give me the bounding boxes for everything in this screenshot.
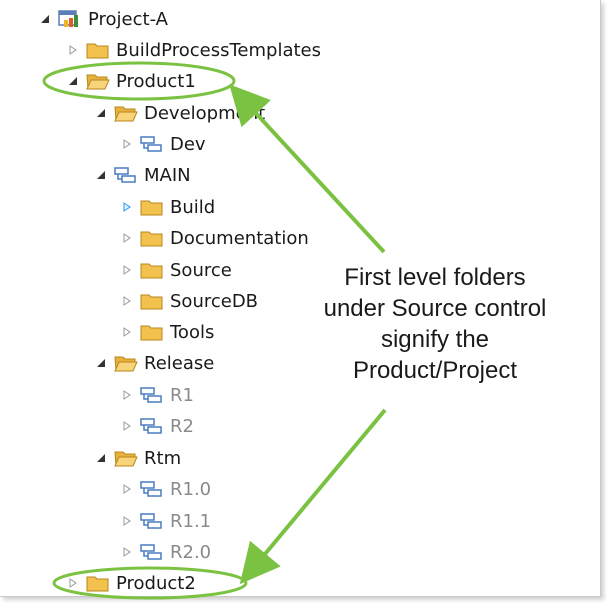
node-label: BuildProcessTemplates	[116, 39, 321, 61]
team-project-icon	[58, 9, 82, 29]
expanded-triangle-icon[interactable]	[94, 168, 108, 182]
node-label: Product1	[116, 70, 196, 92]
expanded-triangle-icon[interactable]	[66, 74, 80, 88]
node-label: Release	[144, 352, 215, 374]
tree-node-r1[interactable]: R1	[120, 380, 194, 410]
node-label: Project-A	[88, 8, 168, 30]
tree-node-r1-1[interactable]: R1.1	[120, 506, 211, 536]
tree-node-r2-0[interactable]: R2.0	[120, 537, 211, 567]
product2-highlight-ellipse	[52, 566, 248, 600]
node-label: SourceDB	[170, 290, 259, 312]
node-label: R1.1	[170, 510, 212, 532]
folder-open-icon	[86, 71, 110, 91]
collapsed-triangle-icon[interactable]	[120, 200, 134, 214]
collapsed-triangle-icon[interactable]	[120, 545, 134, 559]
node-label: Documentation	[170, 227, 309, 249]
node-label: R1.0	[170, 478, 212, 500]
tree-node-buildprocesstemplates[interactable]: BuildProcessTemplates	[66, 35, 321, 65]
folder-icon	[140, 260, 164, 280]
tree-node-sourcedb[interactable]: SourceDB	[120, 286, 258, 316]
folder-icon	[140, 291, 164, 311]
folder-icon	[140, 197, 164, 217]
tree-node-build[interactable]: Build	[120, 192, 215, 222]
folder-open-icon	[114, 448, 138, 468]
node-label: R2.0	[170, 541, 212, 563]
node-label: Dev	[170, 133, 206, 155]
tree-node-dev[interactable]: Dev	[120, 129, 206, 159]
callout-annotation: First level folders under Source control…	[300, 262, 570, 386]
tree-node-product1[interactable]: Product1	[66, 66, 196, 96]
annotation-line: under Source control	[323, 295, 547, 322]
branch-icon	[140, 385, 164, 405]
branch-icon	[140, 134, 164, 154]
collapsed-triangle-icon[interactable]	[66, 43, 80, 57]
collapsed-triangle-icon[interactable]	[120, 263, 134, 277]
tree-node-r2[interactable]: R2	[120, 411, 194, 441]
folder-icon	[86, 40, 110, 60]
tree-node-product2[interactable]: Product2	[66, 568, 196, 598]
tree-node-release[interactable]: Release	[94, 348, 214, 378]
collapsed-triangle-icon[interactable]	[120, 231, 134, 245]
tree-node-rtm[interactable]: Rtm	[94, 443, 181, 473]
callout-arrow-down	[239, 408, 387, 585]
expanded-triangle-icon[interactable]	[94, 451, 108, 465]
source-control-explorer-tree: Project-A BuildProcessTemplates Product1…	[0, 0, 601, 597]
branch-icon	[114, 165, 138, 185]
folder-icon	[140, 228, 164, 248]
collapsed-triangle-icon[interactable]	[120, 514, 134, 528]
folder-open-icon	[114, 353, 138, 373]
node-label: Source	[170, 259, 232, 281]
tree-node-project-a[interactable]: Project-A	[38, 4, 168, 34]
tree-node-r1-0[interactable]: R1.0	[120, 474, 211, 504]
collapsed-triangle-icon[interactable]	[120, 482, 134, 496]
tree-node-documentation[interactable]: Documentation	[120, 223, 309, 253]
collapsed-triangle-icon[interactable]	[66, 576, 80, 590]
collapsed-triangle-icon[interactable]	[120, 419, 134, 433]
folder-icon	[140, 322, 164, 342]
tree-node-main[interactable]: MAIN	[94, 160, 191, 190]
tree-node-tools[interactable]: Tools	[120, 317, 214, 347]
branch-icon	[140, 479, 164, 499]
folder-icon	[86, 573, 110, 593]
tree-node-source[interactable]: Source	[120, 255, 232, 285]
node-label: Tools	[170, 321, 215, 343]
branch-icon	[140, 511, 164, 531]
folder-open-icon	[114, 103, 138, 123]
collapsed-triangle-icon[interactable]	[120, 294, 134, 308]
node-label: Product2	[116, 572, 196, 594]
annotation-line: First level folders	[344, 264, 526, 291]
annotation-line: Product/Project	[352, 357, 518, 384]
node-label: R1	[170, 384, 194, 406]
collapsed-triangle-icon[interactable]	[120, 325, 134, 339]
collapsed-triangle-icon[interactable]	[120, 137, 134, 151]
node-label: Build	[170, 196, 216, 218]
expanded-triangle-icon[interactable]	[94, 106, 108, 120]
branch-icon	[140, 416, 164, 436]
node-label: Rtm	[144, 447, 182, 469]
callout-arrow-up	[229, 84, 386, 254]
node-label: R2	[170, 415, 194, 437]
branch-icon	[140, 542, 164, 562]
collapsed-triangle-icon[interactable]	[120, 388, 134, 402]
expanded-triangle-icon[interactable]	[94, 356, 108, 370]
annotation-line: signify the	[380, 326, 490, 353]
node-label: MAIN	[144, 164, 191, 186]
product1-highlight-ellipse	[42, 61, 236, 101]
expanded-triangle-icon[interactable]	[38, 12, 52, 26]
